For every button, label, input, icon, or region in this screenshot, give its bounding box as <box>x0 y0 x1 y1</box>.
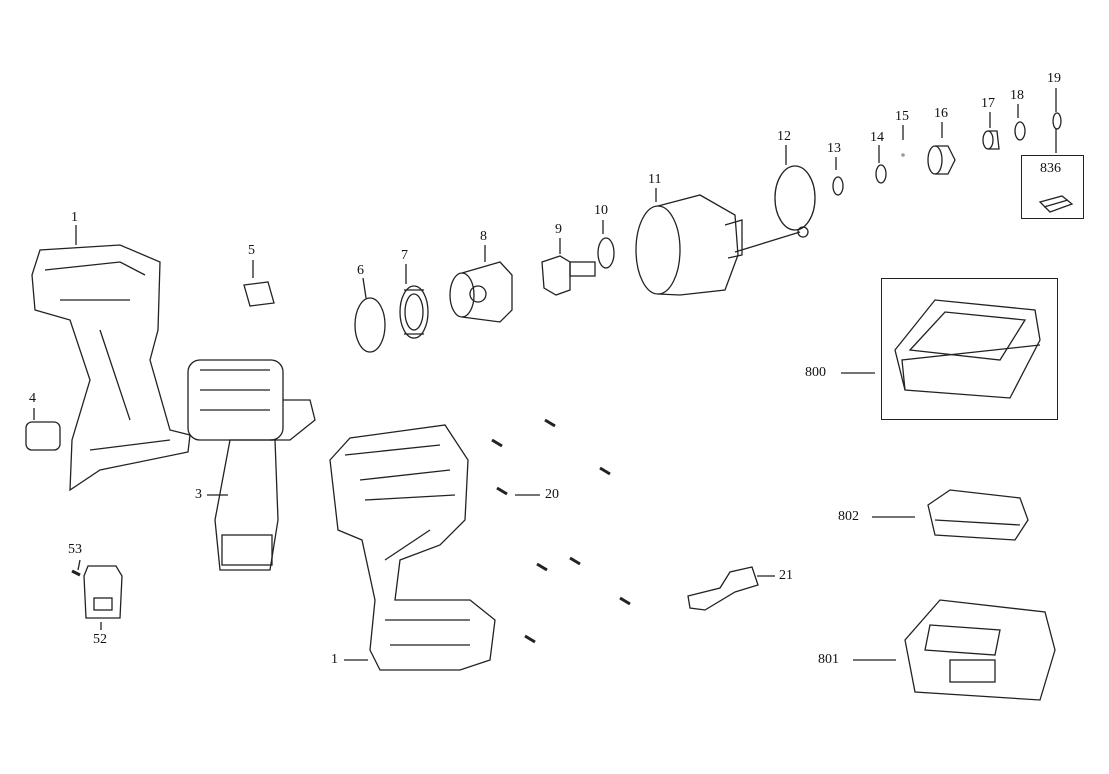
part-1-housing-assembled <box>329 424 496 671</box>
part-836-clip-icon <box>1038 195 1074 213</box>
part-800-carry-case <box>894 299 1041 399</box>
label-part-4: 4 <box>29 391 36 406</box>
part-9-anvil <box>541 255 596 296</box>
part-6-o-ring <box>354 297 386 353</box>
label-part-7: 7 <box>401 248 408 263</box>
part-21-bit-holder <box>687 566 759 611</box>
part-4-badge <box>25 421 61 451</box>
label-part-12: 12 <box>777 129 791 144</box>
part-16-sleeve <box>927 145 956 175</box>
part-53-screw <box>71 569 81 577</box>
part-8-gear-carrier <box>449 261 513 323</box>
screws-part-20 <box>491 418 631 644</box>
label-part-53: 53 <box>68 542 82 557</box>
label-part-5: 5 <box>248 243 255 258</box>
label-part-802: 802 <box>838 509 859 524</box>
label-part-13: 13 <box>827 141 841 156</box>
part-800-box <box>881 278 1058 420</box>
label-part-11: 11 <box>648 172 662 187</box>
part-1-housing-left <box>31 244 191 492</box>
part-13-ring <box>832 176 844 196</box>
label-part-1-top: 1 <box>71 210 78 225</box>
part-7-ring-gear <box>399 285 429 339</box>
part-5-switch-cap <box>243 281 275 307</box>
label-part-19: 19 <box>1047 71 1061 86</box>
part-801-charger <box>904 599 1056 701</box>
part-19-ring <box>1052 112 1062 130</box>
label-part-801: 801 <box>818 652 839 667</box>
part-52-belt-clip <box>83 565 123 619</box>
part-17-collar <box>982 130 1000 150</box>
part-11-hammer-case <box>635 194 743 296</box>
label-part-18: 18 <box>1010 88 1024 103</box>
part-15-ball <box>901 153 905 157</box>
leader-lines <box>33 88 1057 661</box>
part-12-front-plate <box>734 165 816 253</box>
label-part-52: 52 <box>93 632 107 647</box>
label-part-1-bottom: 1 <box>331 652 338 667</box>
part-14-ring <box>875 164 887 184</box>
label-part-6: 6 <box>357 263 364 278</box>
label-part-10: 10 <box>594 203 608 218</box>
label-part-14: 14 <box>870 130 884 145</box>
part-836-box <box>1021 155 1084 219</box>
label-part-21: 21 <box>779 568 793 583</box>
part-3-motor-assembly <box>187 359 316 571</box>
label-part-15: 15 <box>895 109 909 124</box>
label-part-3: 3 <box>195 487 202 502</box>
label-part-9: 9 <box>555 222 562 237</box>
label-part-20: 20 <box>545 487 559 502</box>
part-10-washer <box>597 237 615 269</box>
part-802-battery <box>927 489 1029 541</box>
label-part-8: 8 <box>480 229 487 244</box>
label-part-16: 16 <box>934 106 948 121</box>
label-part-836: 836 <box>1040 161 1061 176</box>
label-part-800: 800 <box>805 365 826 380</box>
label-part-17: 17 <box>981 96 995 111</box>
part-18-ring <box>1014 121 1026 141</box>
